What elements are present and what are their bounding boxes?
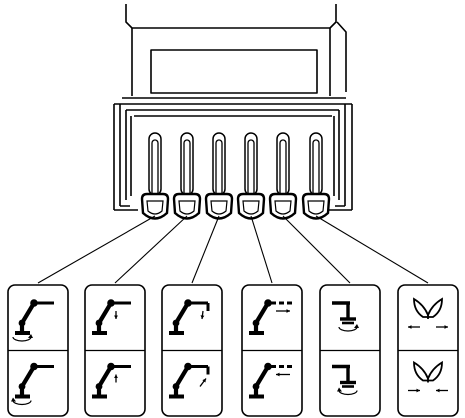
lever-knob[interactable] [268, 192, 298, 220]
track-extend-icon[interactable] [408, 297, 448, 329]
lever-knob[interactable] [236, 192, 266, 220]
blade-lower-icon[interactable] [332, 364, 358, 396]
leader-line-2 [114, 215, 188, 284]
swing-right-icon[interactable] [11, 362, 54, 406]
lever-knob[interactable] [301, 192, 331, 220]
lever-4[interactable] [236, 132, 266, 220]
lever-3[interactable] [204, 132, 234, 220]
function-card-boom[interactable] [84, 284, 146, 417]
blade-raise-icon[interactable] [332, 301, 359, 332]
offset-left-icon[interactable] [249, 362, 292, 399]
track-retract-icon[interactable] [408, 360, 448, 393]
lever-2[interactable] [172, 132, 202, 220]
leader-line-6 [315, 215, 429, 284]
lever-knob[interactable] [172, 192, 202, 220]
lever-bank [140, 132, 331, 220]
leader-lines [37, 215, 429, 284]
function-card-arm[interactable] [161, 284, 223, 417]
function-cards [7, 284, 459, 417]
leader-line-5 [282, 215, 351, 284]
leader-line-1 [37, 215, 156, 284]
control-console [113, 4, 353, 211]
leader-line-4 [250, 215, 273, 284]
console-display-panel [150, 49, 318, 94]
function-card-swing[interactable] [7, 284, 69, 417]
lever-1[interactable] [140, 132, 170, 220]
boom-raise-icon[interactable] [92, 362, 131, 399]
lever-knob[interactable] [204, 192, 234, 220]
lever-knob[interactable] [140, 192, 170, 220]
arm-out-icon[interactable] [169, 299, 210, 335]
offset-right-icon[interactable] [249, 299, 292, 335]
function-card-boom-offset[interactable] [241, 284, 303, 417]
leader-line-3 [191, 215, 220, 284]
function-card-track-width[interactable] [397, 284, 459, 417]
function-card-blade[interactable] [319, 284, 381, 417]
lever-5[interactable] [268, 132, 298, 220]
arm-in-icon[interactable] [169, 362, 210, 399]
lever-6[interactable] [301, 132, 331, 220]
boom-lower-icon[interactable] [92, 299, 131, 335]
swing-left-icon[interactable] [12, 299, 54, 342]
